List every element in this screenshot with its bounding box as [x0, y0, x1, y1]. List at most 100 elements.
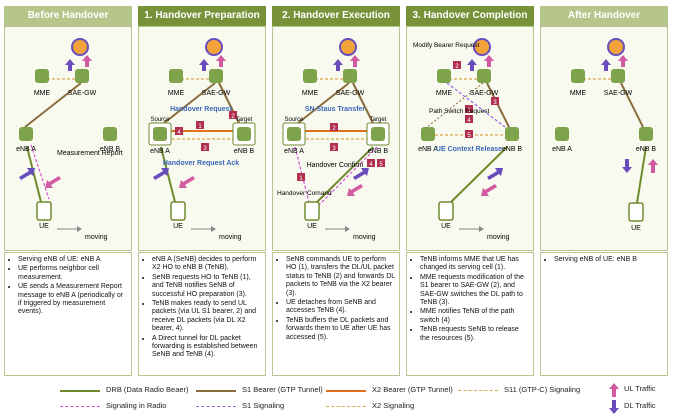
legend-label: Signaling in Radio [106, 401, 167, 410]
s1-bearer-line [352, 82, 376, 128]
dl-arrow-icon [199, 59, 209, 71]
sn-status-transfer-label: SN Staus Transfer [305, 106, 366, 113]
arrow-head-icon [77, 226, 82, 232]
note-item: UE detaches from SeNB and accesses TeNB … [286, 299, 395, 316]
step-marker [491, 97, 499, 105]
mme-label: MME [302, 90, 319, 97]
step-marker-number: 1 [467, 108, 471, 114]
step-marker-number: 1 [198, 124, 202, 130]
drb-line [316, 146, 374, 203]
enb-b-icon [103, 127, 117, 141]
note-item: SeNB requests HO to TeNB (1), and TeNB n… [152, 274, 261, 299]
enb-b-icon [639, 127, 653, 141]
enb-a-icon [555, 127, 569, 141]
legend-drb: DRB (Data Radio Beaer) [60, 384, 200, 396]
notes-panel: Serving eNB of UE: eNB A UE performs nei… [4, 252, 132, 376]
ul-arrow-icon [179, 176, 195, 188]
sgw-label: SAE-GW [202, 90, 231, 97]
internet-globe-icon [205, 38, 223, 56]
enb-a-label: eNB A [150, 148, 170, 155]
step-marker-number: 4 [177, 130, 181, 136]
radio-signaling-line [294, 146, 310, 203]
column-handover-preparation: 1. Handover Preparation 1 [138, 6, 266, 376]
step-marker-number: 3 [332, 146, 336, 152]
mme-label: MME [436, 90, 453, 97]
moving-label: moving [353, 234, 376, 241]
legend-label: S11 (GTP-C) Signaling [504, 385, 581, 394]
moving-label: moving [85, 234, 108, 241]
path-switch-request-label: Path Switch Request [429, 108, 490, 115]
enb-b-icon [505, 127, 519, 141]
diagram-panel: 1 2 3 4 5 MME SAE-GW eNB A eNB B Modify … [406, 26, 534, 251]
ue-label: UE [441, 223, 451, 230]
handover-request-label: Handover Request [170, 106, 233, 113]
handover-comand-label: Handover Comand [277, 190, 332, 197]
note-item: A Direct tunnel for DL packet forwarding… [152, 335, 261, 360]
handover-confirm-label: Handover Confirm [307, 162, 364, 169]
enb-b-label: eNB B [636, 146, 657, 153]
handover-request-ack-label: Handover Request Ack [163, 160, 239, 167]
step-marker-number: 3 [493, 100, 497, 106]
notes-panel: TeNB informs MME that UE has changed its… [406, 252, 534, 376]
ue-phone-icon [438, 201, 454, 221]
step-marker-number: 4 [467, 118, 471, 124]
measurement-report-label: Measurement Report [57, 150, 123, 157]
enb-a-icon [421, 127, 435, 141]
target-label: Target [370, 117, 387, 123]
step-marker [330, 143, 338, 151]
step-marker [377, 159, 385, 167]
legend-label: UL Traffic [624, 384, 656, 393]
drb-line [26, 146, 42, 203]
diagram-panel: MME SAE-GW eNB A eNB B UE moving Measure… [4, 26, 132, 251]
arrow-head-icon [211, 226, 216, 232]
dl-arrow-icon [467, 59, 477, 71]
dl-arrow-icon [609, 400, 619, 414]
column-title: After Handover [540, 6, 668, 26]
dl-arrow-icon [19, 168, 35, 180]
sgw-icon [477, 69, 491, 83]
legend-x2-bearer: X2 Bearer (GTP Tunnel) [326, 384, 466, 396]
dl-arrow-icon [487, 168, 503, 180]
step-marker [330, 123, 338, 131]
note-item: TeNB informs MME that UE has changed its… [420, 256, 529, 273]
arrow-head-icon [345, 226, 350, 232]
modify-bearer-request-label: Modify Bearer Request [413, 42, 480, 49]
ul-arrow-icon [648, 159, 658, 173]
enb-a-label: eNB A [418, 146, 438, 153]
ue-phone-icon [628, 202, 644, 222]
step-marker-number: 3 [203, 146, 207, 152]
ul-arrow-icon [347, 184, 363, 196]
ul-arrow-icon [350, 55, 360, 67]
notes-panel: Serving eNB of UE: eNB B [540, 252, 668, 376]
note-item: TeNB makes ready to send UL packets (via… [152, 300, 261, 334]
enb-a-icon [19, 127, 33, 141]
mme-icon [35, 69, 49, 83]
ue-phone-icon [304, 201, 320, 221]
note-item: MME notifies TeNB of the path switch (4) [420, 308, 529, 325]
step-marker [465, 130, 473, 138]
enb-a-icon [287, 127, 301, 141]
ul-arrow-icon [45, 176, 61, 188]
legend-label: X2 Signaling [372, 401, 415, 410]
legend-x2-sig: X2 Signaling [326, 400, 466, 412]
legend-sig-radio: Signaling in Radio [60, 400, 200, 412]
dl-arrow-icon [153, 168, 169, 180]
enb-a-icon [153, 127, 167, 141]
step-marker [367, 159, 375, 167]
dl-arrow-icon [601, 59, 611, 71]
legend-swatch [196, 406, 236, 407]
legend: DRB (Data Radio Beaer) Signaling in Radi… [0, 380, 690, 420]
enb-b-label: eNB B [234, 148, 255, 155]
legend-s1-bearer: S1 Bearer (GTP Tunnel) [196, 384, 336, 396]
step-marker [201, 143, 209, 151]
legend-label: S1 Bearer (GTP Tunnel) [242, 385, 323, 394]
step-marker [297, 173, 305, 181]
column-handover-completion: 3. Handover Completion 1 2 [406, 6, 534, 376]
ue-label: UE [631, 225, 641, 232]
legend-label: X2 Bearer (GTP Tunnel) [372, 385, 453, 394]
enb-b-icon [371, 127, 385, 141]
note-item: TeNB requests SeNB to release the resour… [420, 326, 529, 343]
sgw-icon [343, 69, 357, 83]
legend-s11: S11 (GTP-C) Signaling [458, 384, 598, 396]
dl-arrow-icon [65, 59, 75, 71]
